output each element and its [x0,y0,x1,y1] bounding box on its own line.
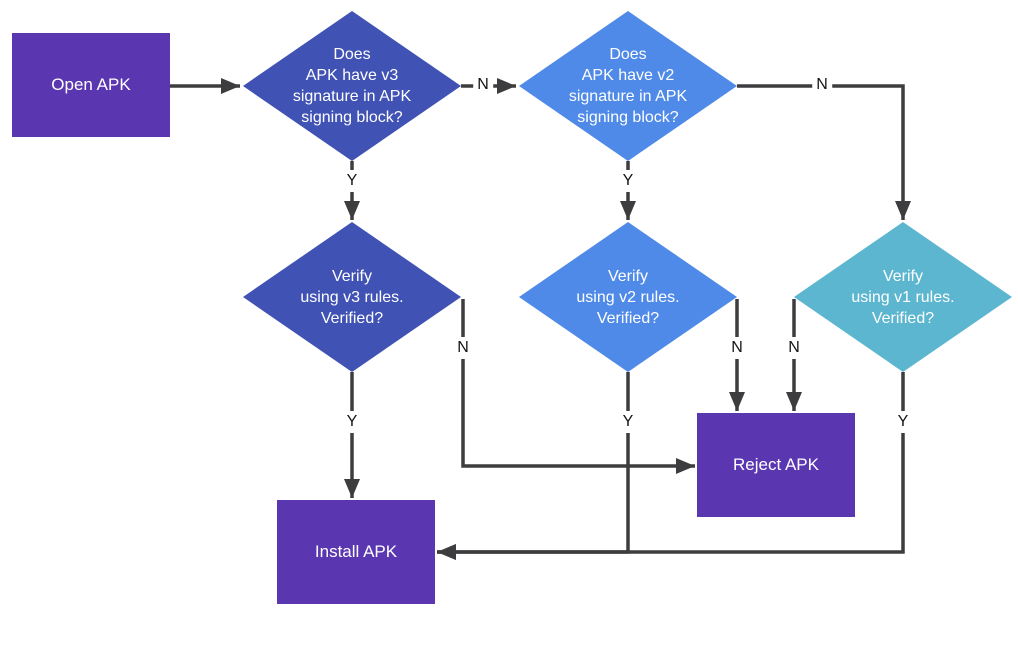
edge-label-v3check-no: N [473,74,493,96]
node-v3-signature-check-label: Does APK have v3 signature in APK signin… [292,46,412,126]
edge-v2-check-to-v1-verify [737,84,911,220]
node-open-apk-label: Open APK [51,75,131,94]
node-reject-apk: Reject APK [697,413,855,517]
edge-label-v2verify-no: N [727,337,747,359]
edge-label-v3verify-no: N [453,337,473,359]
node-v2-signature-check-label: Does APK have v2 signature in APK signin… [568,46,688,126]
node-install-apk-label: Install APK [314,542,398,561]
edge-label-v3verify-yes: Y [342,411,362,433]
edge-v2-verify-to-install-apk [437,372,630,560]
edge-label-v2verify-yes: Y [618,411,638,433]
node-install-apk: Install APK [277,500,435,604]
node-v2-verify-label: Verify using v2 rules. Verified? [576,267,680,327]
node-reject-apk-label: Reject APK [733,455,819,474]
edge-label-v2check-yes: Y [618,170,638,192]
node-open-apk: Open APK [12,33,170,137]
edge-label-v3check-yes: Y [342,170,362,192]
edge-label-v2check-no: N [812,74,832,96]
node-v1-verify-label: Verify using v1 rules. Verified? [851,267,955,327]
edge-label-v1verify-no: N [784,337,804,359]
edge-label-v1verify-yes: Y [893,411,913,433]
node-v3-verify-label: Verify using v3 rules. Verified? [300,267,404,327]
